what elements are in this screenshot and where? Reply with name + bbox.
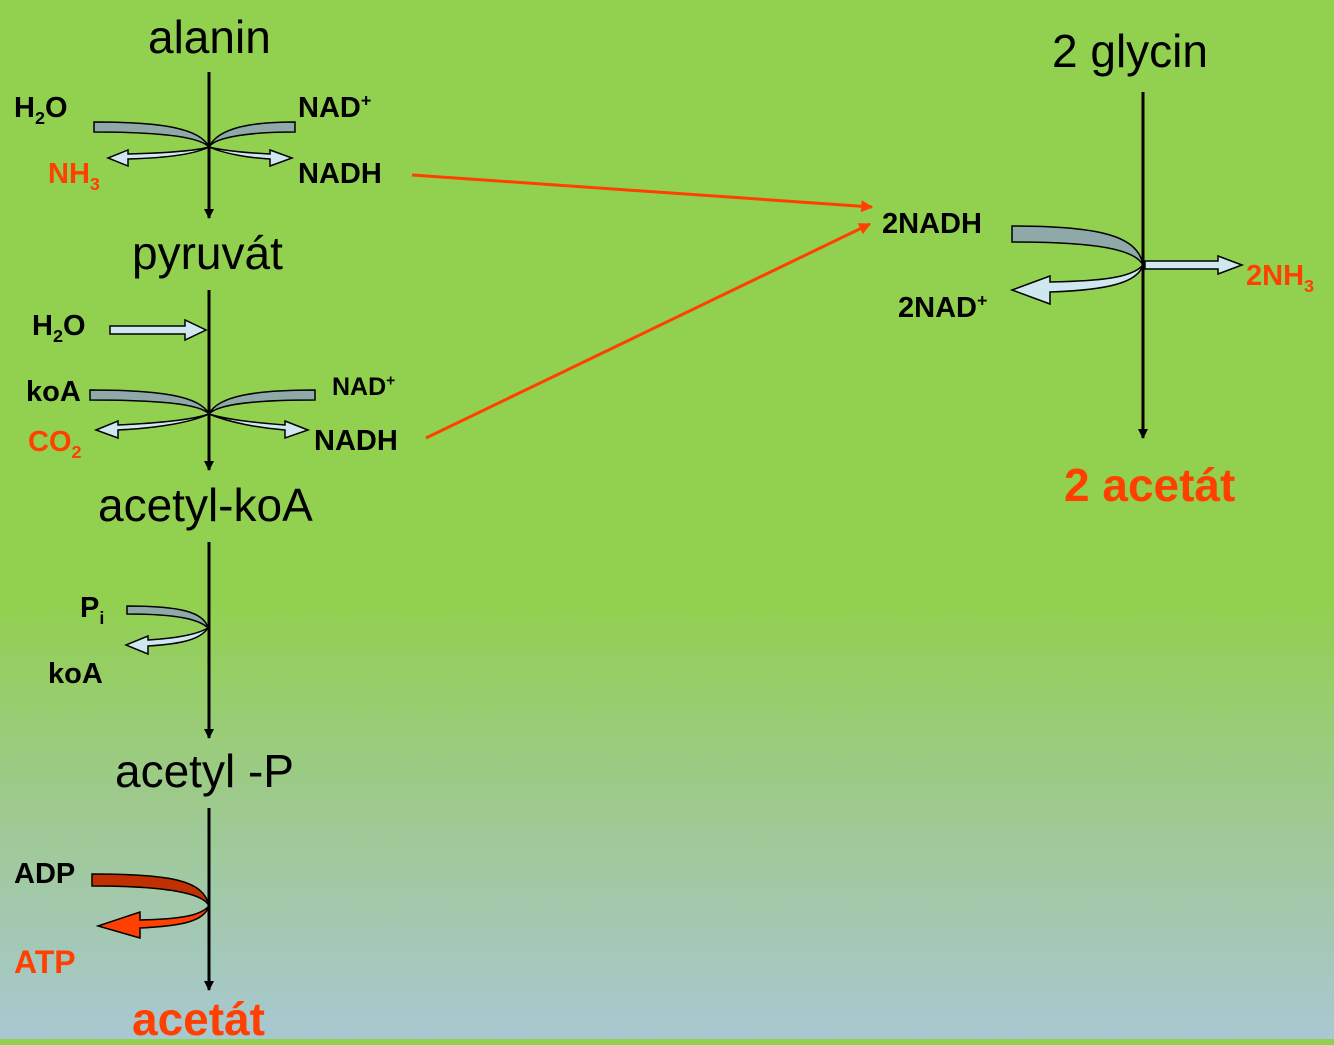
step1-nad-in-band [208,121,296,148]
step4-atp-out-arrow [95,905,210,939]
step2-nadh-out-arrow [208,413,311,440]
step2-nad-in-band [208,389,316,415]
step1-nadh-out-arrow [208,146,295,168]
step2-koa-in-band [89,389,210,415]
glycine-nadh-in-band [1011,225,1144,266]
step1-nh3-out-arrow [105,146,210,168]
step4-adp-in-band [91,873,210,907]
glycine-nh3-label: 2NH3 [1246,260,1315,296]
step2-koa-label: koA [26,376,81,408]
glycine-nh3-out-arrow [1144,254,1245,276]
glycine-nadh2-label: 2NADH [882,208,982,240]
step1-nadh-label: NADH [298,158,382,190]
nadh-transfer-arrow-2 [425,222,872,440]
step4-atp-label: ATP [14,944,76,980]
step2-h2o-label: H2O [32,310,86,346]
step3-koa-label: koA [48,658,103,690]
step1-nh3-label: NH3 [48,158,100,194]
step1-nad-label: NAD+ [298,90,372,124]
nadh-transfer-arrow-1 [411,173,874,213]
glycine-nad-out-arrow [1009,264,1144,306]
step2-co2-out-arrow [93,413,210,440]
metabolite-acetyl-p: acetyl -P [115,745,294,797]
step1-h2o-in-band [93,121,210,148]
metabolite-acetyl-koa: acetyl-koA [98,479,313,531]
step3-pi-in-band [126,605,210,631]
step2-co2-label: CO2 [28,426,82,462]
step1-h2o-label: H2O [14,92,68,128]
step3-pi-label: Pi [80,592,105,628]
step4-adp-label: ADP [14,858,76,890]
metabolite-alanin: alanin [148,11,271,63]
metabolite-pyruvat: pyruvát [132,227,283,279]
metabolite-glycin: 2 glycin [1052,25,1208,77]
metabolite-acetat-2: 2 acetát [1064,459,1236,511]
glycine-nad2-label: 2NAD+ [898,290,988,324]
step2-h2o-in-arrow [109,318,208,342]
metabolite-acetat: acetát [132,993,265,1045]
step3-koa-out-arrow [124,627,209,656]
step2-nad-label: NAD+ [332,372,396,401]
step2-nadh-label: NADH [314,425,398,457]
